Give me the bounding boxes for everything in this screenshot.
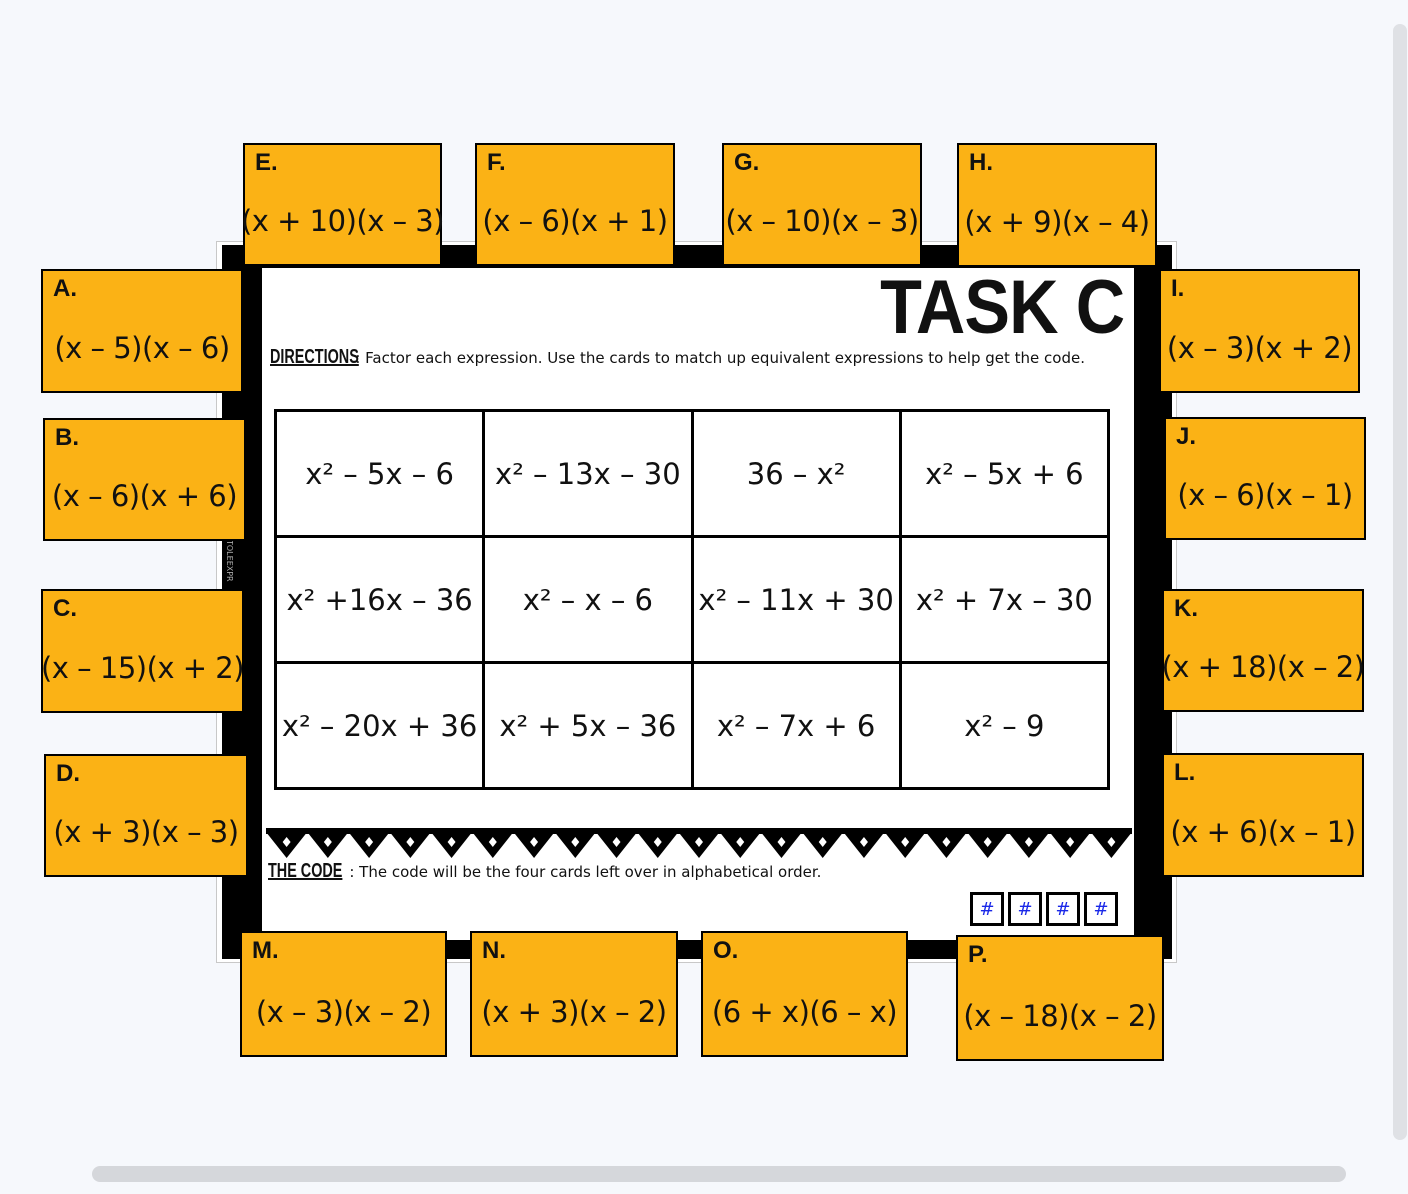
card-letter: L. [1174,759,1196,786]
card-f[interactable]: F. (x – 6)(x + 1) [475,143,675,266]
card-expression: (x – 5)(x – 6) [54,331,230,365]
grid-cell: x² – 9 [898,661,1111,790]
side-watermark: TOLEEXPR [226,540,234,582]
card-h[interactable]: H. (x + 9)(x – 4) [957,143,1157,267]
directions: DIRECTIONS: Factor each expression. Use … [270,346,1085,369]
card-expression: (6 + x)(6 – x) [711,995,898,1029]
directions-label: DIRECTIONS [270,346,359,368]
card-j[interactable]: J. (x – 6)(x – 1) [1164,417,1366,540]
card-m[interactable]: M. (x – 3)(x – 2) [240,931,447,1057]
card-expression: (x – 6)(x + 6) [51,479,238,513]
card-expression: (x – 6)(x – 1) [1177,478,1353,512]
card-i[interactable]: I. (x – 3)(x + 2) [1159,269,1360,393]
card-expression: (x + 9)(x – 4) [964,205,1150,239]
code-box-value: # [1086,894,1116,924]
grid-cell: x² – 13x – 30 [482,409,694,538]
horizontal-scrollbar[interactable] [92,1166,1346,1182]
card-o[interactable]: O. (6 + x)(6 – x) [701,931,908,1057]
card-expression: (x – 15)(x + 2) [40,651,245,685]
card-letter: I. [1171,275,1185,302]
grid-cell: x² – 11x + 30 [690,535,902,664]
card-n[interactable]: N. (x + 3)(x – 2) [470,931,678,1057]
code-box[interactable]: # [1046,892,1080,926]
task-title: TASK C [879,265,1125,350]
card-expression: (x + 3)(x – 3) [53,815,239,849]
card-p[interactable]: P. (x – 18)(x – 2) [956,935,1164,1061]
grid-cell: 36 – x² [690,409,902,538]
card-a[interactable]: A. (x – 5)(x – 6) [41,269,243,393]
code-box[interactable]: # [970,892,1004,926]
card-b[interactable]: B. (x – 6)(x + 6) [43,418,246,541]
card-letter: E. [255,149,278,176]
card-expression: (x + 18)(x – 2) [1161,650,1365,684]
card-letter: J. [1176,423,1197,450]
code-box-value: # [1048,894,1078,924]
card-letter: C. [53,595,77,622]
card-letter: P. [968,941,988,968]
grid-cell: x² +16x – 36 [273,535,486,664]
code-text: : The code will be the four cards left o… [349,863,822,881]
card-letter: D. [56,760,80,787]
card-letter: F. [487,149,506,176]
grid-cell: x² – 7x + 6 [690,661,902,790]
card-expression: (x – 10)(x – 3) [725,204,919,238]
code-box-value: # [972,894,1002,924]
card-letter: H. [969,149,993,176]
card-expression: (x + 10)(x – 3) [240,204,445,238]
card-g[interactable]: G. (x – 10)(x – 3) [722,143,922,266]
card-l[interactable]: L. (x + 6)(x – 1) [1162,753,1364,877]
card-expression: (x – 3)(x + 2) [1166,331,1353,365]
code-box[interactable]: # [1008,892,1042,926]
card-c[interactable]: C. (x – 15)(x + 2) [40,589,245,713]
card-letter: M. [252,937,279,964]
code-boxes: # # # # [970,892,1118,926]
card-letter: N. [482,937,506,964]
card-letter: K. [1174,595,1198,622]
card-letter: G. [734,149,760,176]
card-d[interactable]: D. (x + 3)(x – 3) [44,754,248,877]
code-instructions: THE CODE : The code will be the four card… [268,860,821,883]
card-expression: (x – 6)(x + 1) [482,204,668,238]
grid-cell: x² – 5x – 6 [273,409,486,538]
card-expression: (x + 3)(x – 2) [481,995,667,1029]
grid-cell: x² + 5x – 36 [482,661,694,790]
zigzag-divider [266,828,1132,858]
grid-cell: x² – 20x + 36 [273,661,486,790]
card-expression: (x + 6)(x – 1) [1170,815,1356,849]
card-k[interactable]: K. (x + 18)(x – 2) [1161,589,1365,712]
grid-cell: x² – 5x + 6 [898,409,1111,538]
card-letter: O. [713,937,739,964]
worksheet: TASK C DIRECTIONS: Factor each expressio… [262,268,1134,940]
grid-cell: x² + 7x – 30 [898,535,1111,664]
code-box[interactable]: # [1084,892,1118,926]
card-letter: B. [55,424,79,451]
grid-cell: x² – x – 6 [482,535,694,664]
code-label: THE CODE [268,860,343,882]
card-letter: A. [53,275,77,302]
directions-text: : Factor each expression. Use the cards … [355,349,1085,367]
vertical-scrollbar[interactable] [1393,24,1407,1140]
card-expression: (x – 3)(x – 2) [255,995,432,1029]
card-e[interactable]: E. (x + 10)(x – 3) [240,143,445,266]
card-expression: (x – 18)(x – 2) [963,999,1157,1033]
code-box-value: # [1010,894,1040,924]
